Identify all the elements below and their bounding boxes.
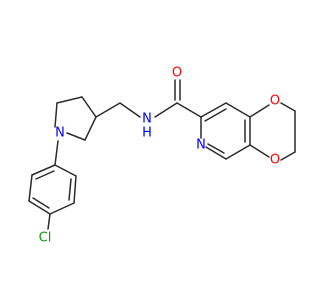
dioxane-oxygen-top-label: O: [270, 94, 280, 109]
bond-amide-c-n: [154, 102, 178, 118]
chemical-structure-diagram: O N H N O O N Cl: [28, 66, 296, 246]
bond-amide-c-ring: [176, 102, 202, 118]
bond-pyr-5: [84, 116, 97, 141]
bond-pyr-4: [66, 132, 86, 141]
bond-ar-1: [54, 164, 77, 177]
bond-ar-3: [49, 202, 75, 215]
bond-ar-4-inner: [32, 197, 50, 209]
bond-ar-5: [28, 174, 33, 202]
bond-pyr-1: [81, 96, 97, 118]
bond-nh-ch2: [119, 102, 141, 118]
bond-dx-2: [280, 102, 296, 112]
bond-py-4: [225, 144, 251, 160]
bond-n-aryl: [54, 140, 59, 166]
chlorine-label: Cl: [39, 231, 52, 246]
bond-c-cl: [47, 213, 51, 230]
bond-dx-4: [280, 151, 296, 161]
bond-ar-2: [73, 175, 77, 204]
atom-label-set: O N H N O O N Cl: [39, 66, 280, 246]
carbonyl-oxygen-label: O: [172, 66, 182, 81]
amide-nitrogen-label: N: [142, 112, 152, 127]
bond-ar-6-inner: [35, 170, 55, 180]
bond-py-2: [225, 102, 251, 118]
pyrrolidine-nitrogen-label: N: [55, 126, 65, 141]
amide-hydrogen-label: H: [142, 126, 152, 141]
bond-py-1: [200, 102, 227, 118]
bond-dx-1: [249, 104, 270, 118]
bond-pyr-3: [54, 102, 58, 128]
bond-py-1-inner: [204, 108, 227, 122]
bond-ar-4: [28, 200, 51, 215]
bond-py-5: [205, 146, 227, 160]
bond-ch2-ch: [95, 102, 121, 118]
bond-dx-5: [249, 144, 270, 158]
pyridine-nitrogen-label: N: [196, 138, 206, 153]
bond-ar-2-inner: [68, 178, 72, 201]
dioxane-oxygen-bottom-label: O: [270, 153, 280, 168]
bond-py-5-inner: [207, 143, 225, 154]
bond-pyr-2: [56, 96, 83, 104]
bond-ar-6: [31, 164, 56, 176]
bond-set: [28, 79, 296, 230]
